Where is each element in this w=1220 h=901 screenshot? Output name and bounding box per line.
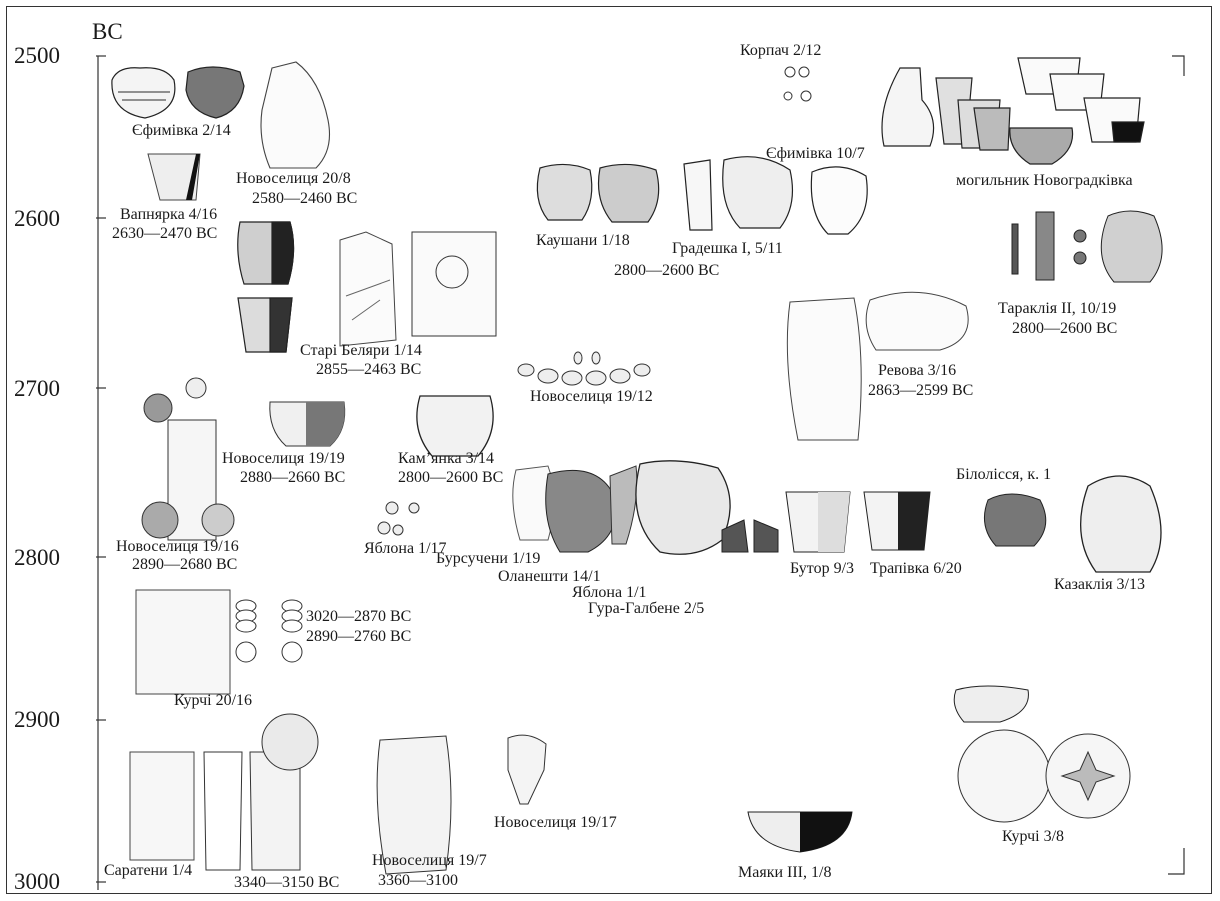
vessel-icon: [1081, 476, 1161, 572]
vessel-icon: [984, 494, 1045, 546]
disc-icon: [144, 394, 172, 422]
bowl-icon: [954, 686, 1028, 722]
date-label: 2800—2600 BC: [398, 469, 503, 487]
site-label: Новоселиця 20/8: [236, 170, 351, 188]
disc-icon: [202, 504, 234, 536]
site-label: Бутор 9/3: [790, 560, 854, 578]
site-label: Єфимівка 2/14: [132, 122, 231, 140]
site-label: Бурсучени 1/19: [436, 550, 540, 568]
stone-slab-icon: [261, 62, 330, 168]
site-label: Тараклія II, 10/19: [998, 300, 1116, 318]
site-label: Вапнярка 4/16: [120, 206, 217, 224]
grave-plan-icon: [412, 232, 496, 336]
site-label: Новоселиця 19/16: [116, 538, 239, 556]
site-label: Кам’янка 3/14: [398, 450, 494, 468]
site-label: Яблона 1/17: [364, 540, 447, 558]
vessel-icon: [636, 461, 730, 554]
vessel-icon: [112, 67, 244, 118]
spearhead-icon: [722, 520, 778, 552]
date-label: 2580—2460 BC: [252, 190, 357, 208]
stone-slab-icon: [787, 298, 861, 440]
site-label: Новоселиця 19/17: [494, 814, 617, 832]
vessel-base-icon: [958, 730, 1050, 822]
bracket-top: [1172, 56, 1184, 76]
ornament-icon: [378, 502, 419, 535]
date-label: 2880—2660 BC: [240, 469, 345, 487]
site-label: Градешка I, 5/11: [672, 240, 783, 258]
date-label: 2800—2600 BC: [1012, 320, 1117, 338]
site-label: Новоселиця 19/7: [372, 852, 487, 870]
vessel-icon: [238, 222, 294, 352]
date-label: 2630—2470 BC: [112, 225, 217, 243]
spiral-ornament-icon: [236, 600, 302, 662]
stele-icon: [204, 752, 242, 870]
vessel-icon: [537, 157, 867, 234]
date-label: 2863—2599 BC: [868, 382, 973, 400]
date-label: 2800—2600 BC: [614, 262, 719, 280]
vessel-icon: [417, 396, 493, 456]
stone-slab-icon: [866, 292, 968, 350]
site-label: Гура-Галбене 2/5: [588, 600, 704, 618]
site-label: Єфимівка 10/7: [766, 145, 865, 163]
artifact-group-icon: [1012, 211, 1162, 282]
site-label: могильник Новоградківка: [956, 172, 1133, 190]
site-label: Білолісся, к. 1: [956, 466, 1051, 484]
site-label: Новоселиця 19/19: [222, 450, 345, 468]
site-label: Трапівка 6/20: [870, 560, 962, 578]
site-label: Казаклія 3/13: [1054, 576, 1145, 594]
date-label: 3360—3100: [378, 872, 458, 890]
stone-slab-icon: [136, 590, 230, 694]
date-label: 3340—3150 BC: [234, 874, 339, 892]
stone-slab-icon: [340, 232, 396, 346]
vessel-icon: [882, 58, 1144, 164]
vessel-icon: [546, 470, 617, 552]
disc-icon: [262, 714, 318, 770]
disc-icon: [142, 502, 178, 538]
site-label: Маяки III, 1/8: [738, 864, 831, 882]
vessel-icon: [610, 466, 637, 544]
date-label: 2890—2680 BC: [132, 556, 237, 574]
site-label: Корпач 2/12: [740, 42, 821, 60]
disc-icon: [186, 378, 206, 398]
bead-necklace-icon: [518, 352, 650, 385]
site-label: Саратени 1/4: [104, 862, 192, 880]
grave-plan-icon: [130, 752, 194, 860]
site-label: Каушани 1/18: [536, 232, 630, 250]
site-label: Старі Беляри 1/14: [300, 342, 422, 360]
ring-ornament-icon: [784, 67, 811, 101]
vessel-icon: [508, 735, 546, 804]
bracket-bottom: [1168, 848, 1184, 874]
site-label: Курчі 3/8: [1002, 828, 1064, 846]
date-label: 3020—2870 BC: [306, 608, 411, 626]
date-label: 2855—2463 BC: [316, 361, 421, 379]
site-label: Новоселиця 19/12: [530, 388, 653, 406]
site-label: Курчі 20/16: [174, 692, 252, 710]
site-label: Ревова 3/16: [878, 362, 956, 380]
date-label: 2890—2760 BC: [306, 628, 411, 646]
